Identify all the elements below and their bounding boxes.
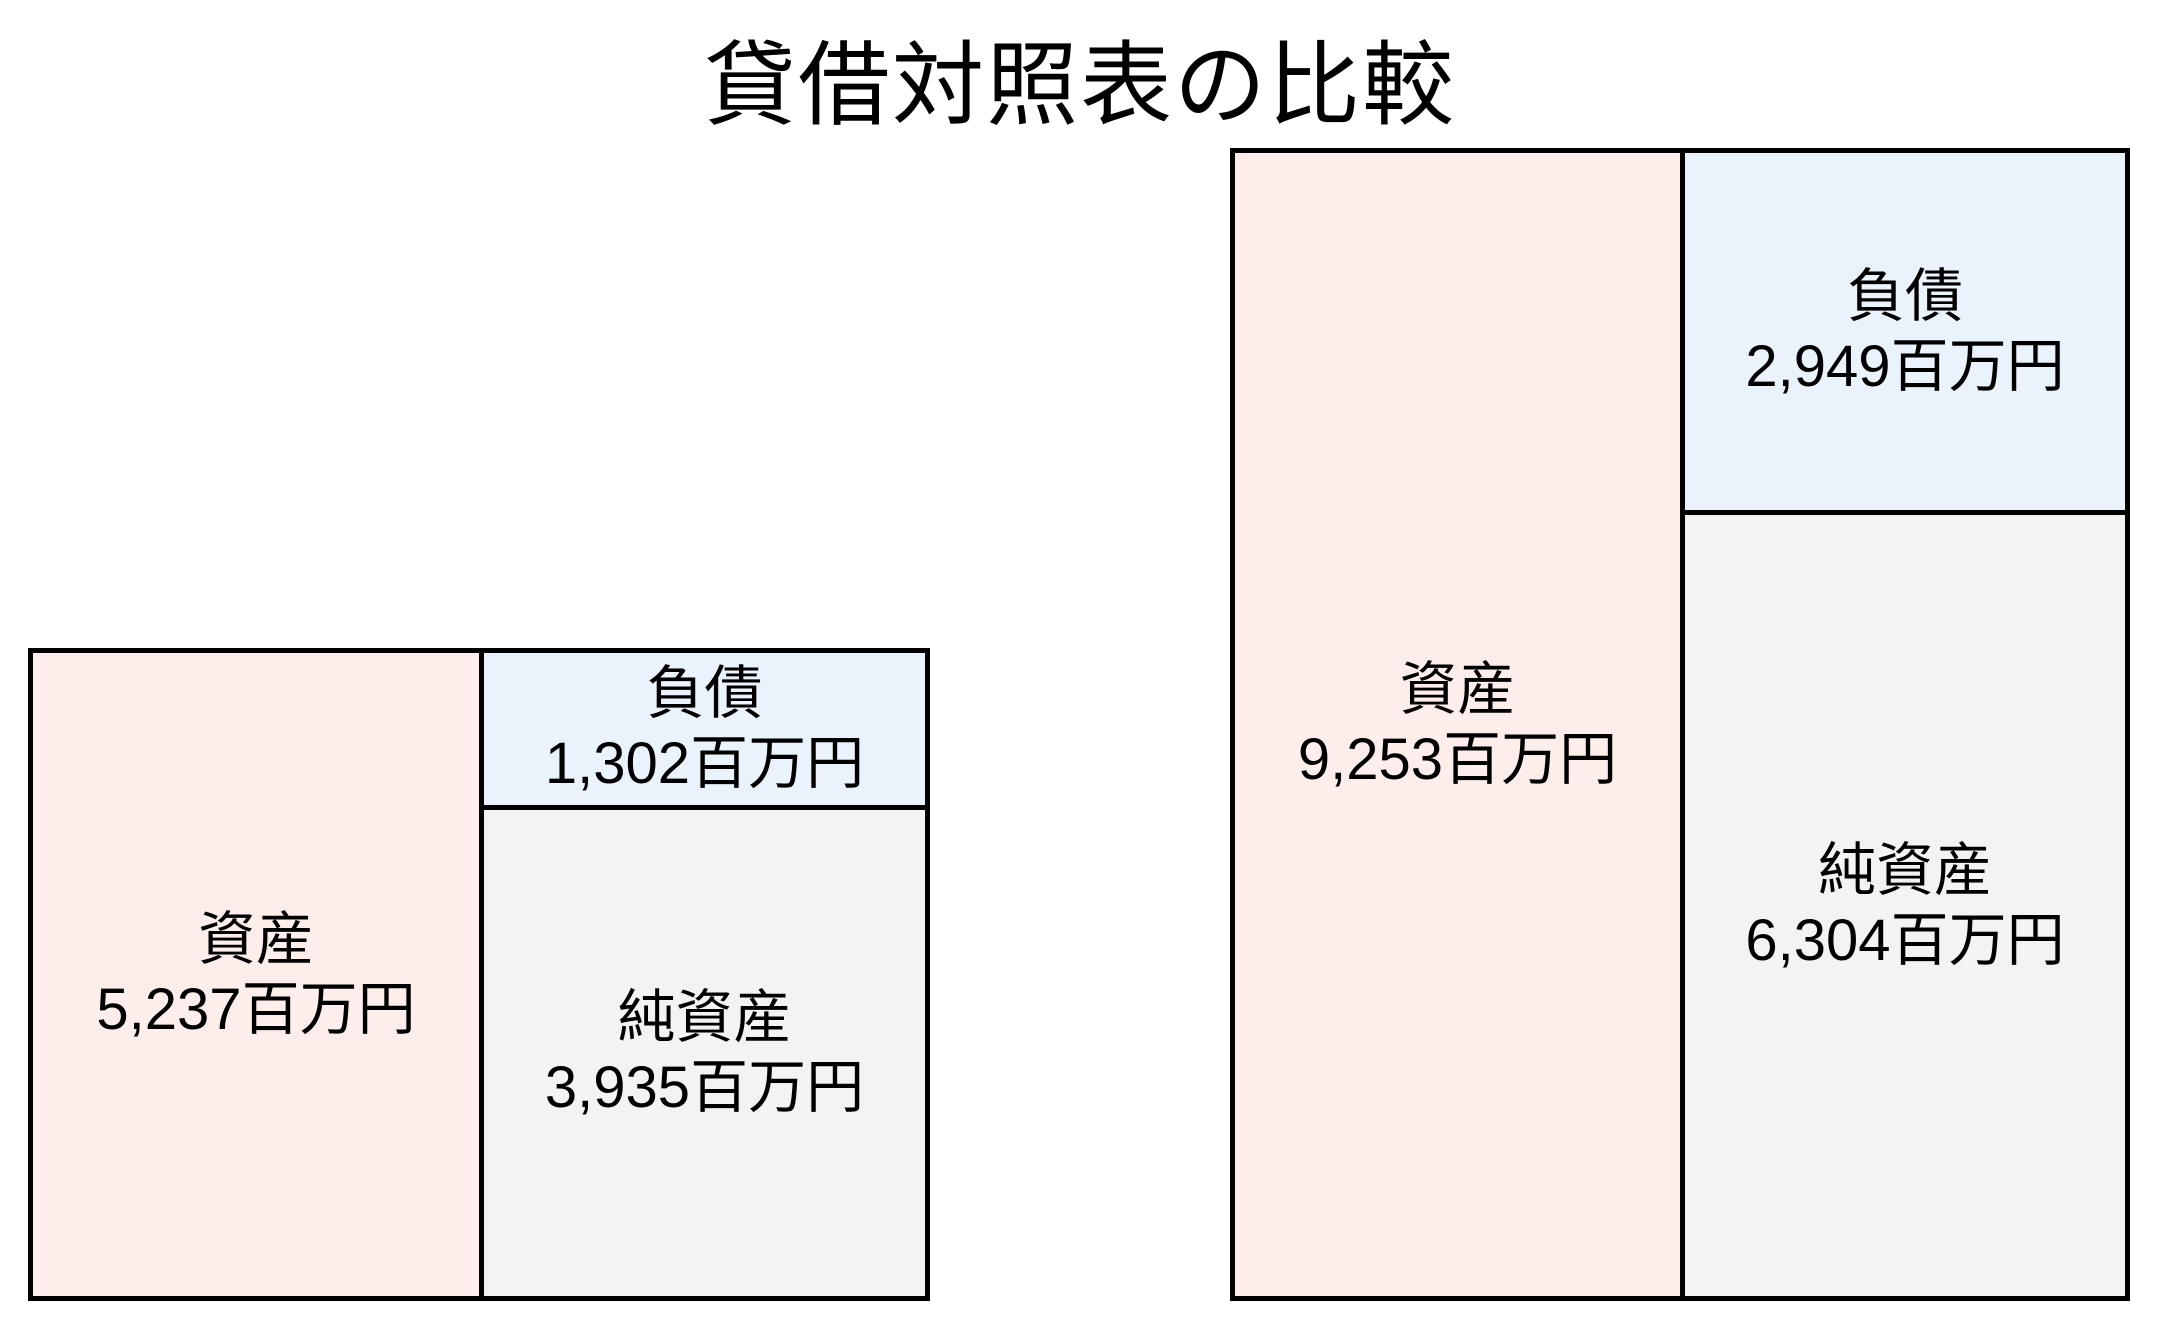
chart-title: 貸借対照表の比較 [703,35,1456,137]
assets-amount: 5,237百万円 [96,976,416,1042]
liabilities-label: 負債 [1846,263,1963,329]
net-assets-box: 純資産 6,304百万円 [1680,510,2130,1301]
assets-amount: 9,253百万円 [1297,726,1618,792]
liabilities-box: 負債 2,949百万円 [1680,148,2130,515]
liabilities-amount: 2,949百万円 [1745,333,2065,399]
net-assets-label: 純資産 [617,985,792,1050]
assets-label: 資産 [1399,656,1516,722]
balance-sheet-small: 資産 5,237百万円 負債 1,302百万円 純資産 3,935百万円 [28,648,930,1301]
net-assets-box: 純資産 3,935百万円 [479,805,930,1301]
assets-label: 資産 [197,906,314,972]
net-assets-label: 純資産 [1817,837,1992,903]
assets-box: 資産 5,237百万円 [28,648,484,1301]
net-assets-amount: 6,304百万円 [1745,907,2065,973]
assets-box: 資産 9,253百万円 [1230,148,1685,1301]
liabilities-box: 負債 1,302百万円 [479,648,930,810]
net-assets-amount: 3,935百万円 [544,1055,865,1120]
balance-sheet-large: 資産 9,253百万円 負債 2,949百万円 純資産 6,304百万円 [1230,148,2130,1301]
liabilities-label: 負債 [646,661,763,726]
liabilities-amount: 1,302百万円 [544,731,865,796]
